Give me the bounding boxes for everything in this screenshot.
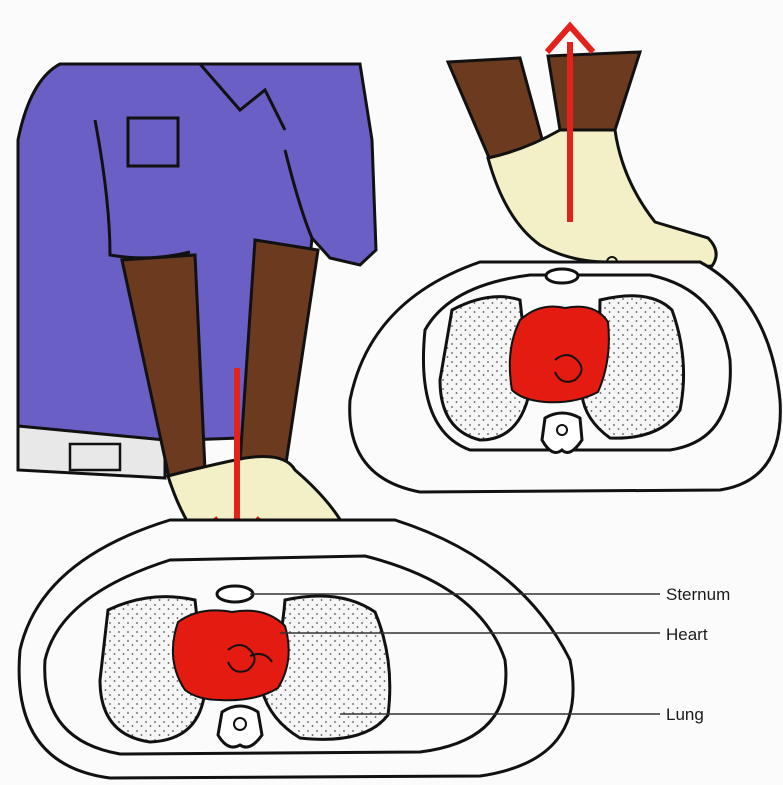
rescuer-arms-release [448, 52, 716, 272]
sternum-label: Sternum [666, 585, 730, 604]
heart-label: Heart [666, 625, 708, 644]
gloved-hands-release [488, 130, 716, 272]
lung-label: Lung [666, 705, 704, 724]
heart [173, 610, 289, 700]
heart-small [510, 307, 609, 403]
vertebra-small [542, 413, 582, 452]
chest-cross-section-released [350, 262, 781, 492]
sternum [217, 586, 253, 602]
rescuer-figure [18, 64, 403, 576]
right-forearm [240, 240, 318, 470]
chest-cross-section-compressed [19, 520, 573, 778]
sternum-small [546, 269, 578, 283]
vertebra [218, 706, 262, 747]
